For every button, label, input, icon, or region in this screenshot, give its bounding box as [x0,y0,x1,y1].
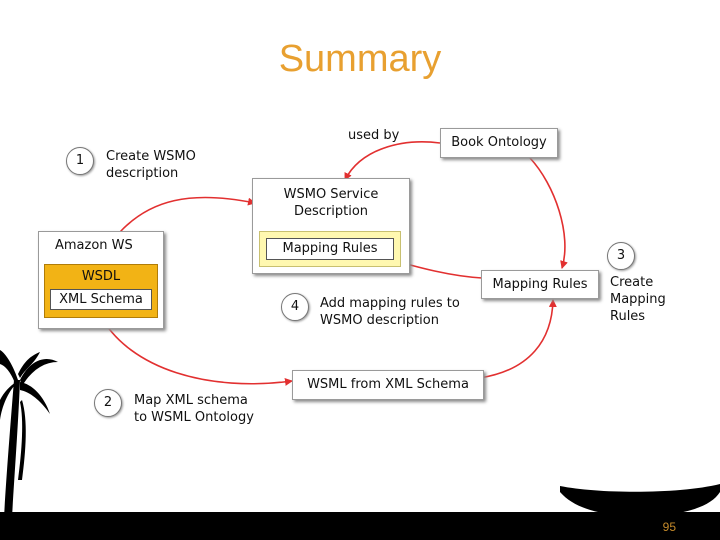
xml-schema-box: XML Schema [50,289,152,310]
arrow-amazon-to-wsmo [119,196,256,233]
amazon-ws-label: Amazon WS [55,238,133,253]
wsmo-service-description-label: WSMO Service Description [283,187,379,219]
mapping-rules-inner-container: Mapping Rules [259,231,401,267]
step-1-badge: 1 [66,147,94,175]
palm-tree-decoration [0,350,58,518]
wsmo-service-description-box: WSMO Service Description Mapping Rules [252,178,410,274]
arrow-xml-to-wsml [99,314,293,386]
mapping-rules-inner-box: Mapping Rules [266,238,394,260]
used-by-label: used by [348,128,400,143]
step-1-text: Create WSMO description [106,149,196,181]
book-ontology-box: Book Ontology [440,128,558,158]
ground-strip [0,512,720,540]
wsdl-label: WSDL [81,269,121,284]
arrow-ontology-to-mapping [529,157,568,269]
wsdl-box: WSDL XML Schema [44,264,158,318]
step-4-text: Add mapping rules to WSMO description [320,296,460,328]
step-3-text: Create Mapping Rules [610,275,666,324]
mapping-rules-box: Mapping Rules [481,270,599,299]
step-4-badge: 4 [281,293,309,321]
page-number: 95 [662,520,676,534]
step-2-badge: 2 [94,389,122,417]
step-3-badge: 3 [607,242,635,270]
step-2-text: Map XML schema to WSML Ontology [134,393,254,425]
slide-title: Summary [278,38,442,80]
wsml-from-xml-schema-box: WSML from XML Schema [292,370,484,400]
arrow-wsml-to-mapping [479,299,557,379]
arrow-ontology-to-wsmo [344,141,441,181]
amazon-ws-box: Amazon WS WSDL XML Schema [38,231,164,329]
canoe-decoration [560,484,720,516]
